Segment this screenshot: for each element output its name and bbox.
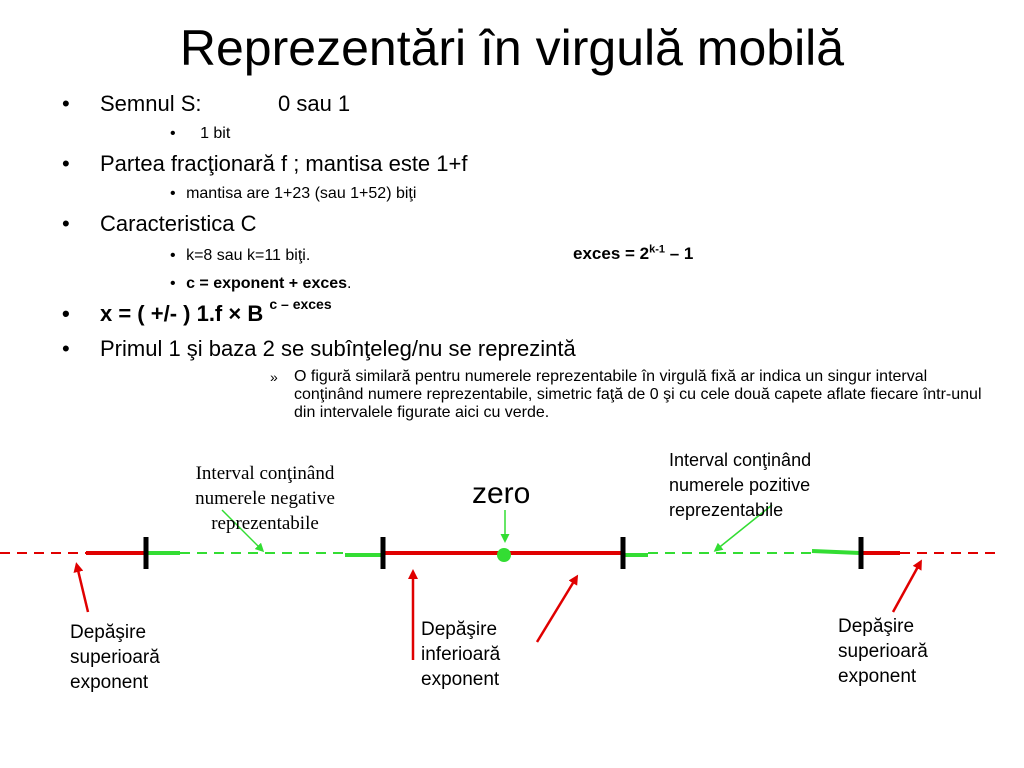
negative-range-arrow [221,509,265,553]
zero-label: zero [472,477,531,510]
sub-bullet-dot: • [170,125,176,142]
overflow-left-arrow [73,562,90,613]
sub-bullet-k: • k=8 sau k=11 biţi. [170,246,310,266]
sub-bullet-dot: • [170,247,176,264]
sub-bullet-c: • c = exponent + exces. [170,274,352,294]
k-sub: k=8 sau k=11 biţi. [186,247,311,264]
bullet-dot: • [62,211,70,236]
underflow-arrow-right [535,574,579,643]
mantissa-sub: mantisa are 1+23 (sau 1+52) biţi [186,185,417,202]
characteristic-text: Caracteristica C [100,211,257,236]
sign-sub: 1 bit [200,125,231,142]
bullet-dot: • [62,301,70,326]
sub-bullet-dot: • [170,185,176,202]
overflow-right-arrow [891,559,922,613]
bullet-dot: • [62,336,70,361]
excess-prefix: exces = 2 [573,244,650,263]
excess-suffix: – 1 [665,244,694,263]
sub-bullet-mantissa: • mantisa are 1+23 (sau 1+52) biţi [170,184,416,204]
formula-exp: c – exces [269,295,332,312]
formula-main: x = ( +/- ) 1.f × B [100,301,270,326]
zero-point [497,548,511,562]
note-marker: » [270,369,278,385]
fraction-text: Partea fracţionară f ; mantisa este 1+f [100,151,468,176]
excess-exp: k-1 [649,243,666,256]
excess-formula: exces = 2k-1 – 1 [573,244,693,264]
bullet-dot: • [62,91,70,116]
positive-range-solid-end [811,549,861,555]
overflow-left-label: Depăşire superioară exponent [70,622,160,693]
sub-bullet-sign: • 1 bit [170,124,230,144]
value-formula: x = ( +/- ) 1.f × B c – exces [100,297,332,328]
note-text: O figură similară pentru numerele reprez… [294,368,982,421]
bullet-dot: • [62,151,70,176]
sign-label: Semnul S: [100,91,202,116]
overflow-right-label: Depăşire superioară exponent [838,616,928,687]
sign-value: 0 sau 1 [278,91,351,116]
positive-range-label: Interval conţinând numerele pozitive rep… [669,450,812,520]
implicit-text: Primul 1 şi baza 2 se subînţeleg/nu se r… [100,336,576,361]
c-formula-end: . [347,275,352,292]
sub-bullet-dot: • [170,275,176,292]
slide-title: Reprezentări în virgulă mobilă [179,20,845,76]
c-formula: c = exponent + exces [186,275,348,292]
positive-range-arrow [713,504,773,552]
underflow-label: Depăşire inferioară exponent [421,619,501,690]
negative-range-label: Interval conţinând numerele negative rep… [195,463,335,534]
